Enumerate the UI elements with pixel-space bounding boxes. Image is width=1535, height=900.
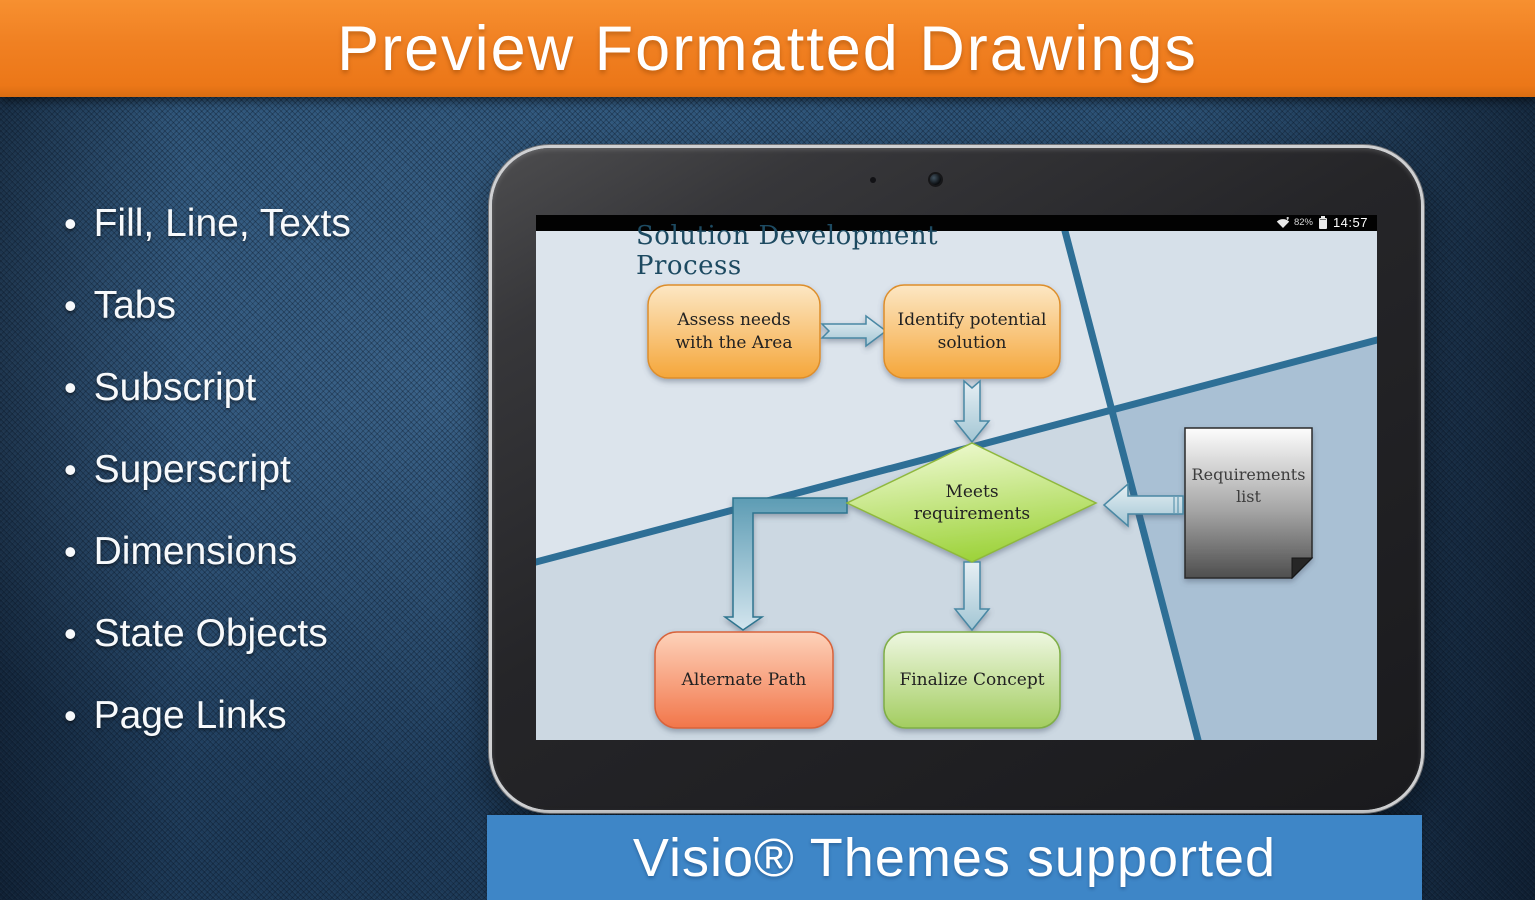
document-folded-corner [1291, 557, 1314, 580]
bottom-banner: Visio® Themes supported [487, 815, 1422, 900]
background-region-top-right [1061, 231, 1377, 412]
bullet-icon: • [64, 203, 77, 244]
feature-label: Tabs [93, 283, 176, 327]
feature-item: • Subscript [64, 365, 351, 409]
feature-label: Page Links [93, 693, 287, 737]
light-sensor-icon [870, 177, 876, 183]
bullet-icon: • [64, 613, 77, 654]
node-requirements-list-shape [1184, 427, 1313, 579]
feature-item: • Fill, Line, Texts [64, 201, 351, 245]
node-meets-requirements-shape [845, 442, 1098, 563]
feature-item: • Superscript [64, 447, 351, 491]
feature-label: Dimensions [93, 529, 298, 573]
connector-arrow-down-to-diamond [953, 379, 991, 444]
footer-title: Visio® Themes supported [632, 827, 1277, 888]
tablet-device: 82% 14:57 [492, 148, 1421, 810]
connector-arrow-left-from-document [1102, 482, 1184, 528]
feature-item: • State Objects [64, 611, 351, 655]
node-alternate-shape [654, 631, 834, 729]
battery-percent: 82% [1293, 217, 1313, 228]
node-assess-shape [647, 284, 821, 379]
status-time: 14:57 [1332, 215, 1368, 230]
top-banner: Preview Formatted Drawings [0, 0, 1535, 97]
feature-label: Fill, Line, Texts [93, 201, 351, 245]
diagram-canvas: Solution Development Process Assess need… [536, 221, 1377, 740]
feature-label: Subscript [93, 365, 257, 409]
tablet-screen: 82% 14:57 [536, 215, 1377, 740]
diagram-title: Solution Development Process [636, 221, 939, 281]
feature-item: • Tabs [64, 283, 351, 327]
connector-arrow-right [820, 314, 888, 348]
flowchart-graphic [536, 231, 1377, 740]
feature-label: State Objects [93, 611, 328, 655]
connector-arrow-left-tail-lines [1173, 497, 1179, 513]
connector-arrow-down-to-finalize [953, 561, 991, 632]
feature-list: • Fill, Line, Texts • Tabs • Subscript • Sup… [64, 201, 351, 777]
background-divider-line-steep [1061, 231, 1202, 740]
camera-icon [930, 174, 941, 185]
connector-elbow-arrow-alternate [722, 497, 848, 631]
page-title: Preview Formatted Drawings [337, 13, 1198, 84]
wifi-icon [1276, 217, 1290, 228]
feature-label: Superscript [93, 447, 291, 491]
bullet-icon: • [64, 531, 77, 572]
status-bar: 82% 14:57 [536, 215, 1377, 231]
bullet-icon: • [64, 449, 77, 490]
feature-item: • Page Links [64, 693, 351, 737]
bullet-icon: • [64, 285, 77, 326]
feature-item: • Dimensions [64, 529, 351, 573]
bullet-icon: • [64, 367, 77, 408]
node-finalize-shape [883, 631, 1061, 729]
node-identify-shape [883, 284, 1061, 379]
bullet-icon: • [64, 695, 77, 736]
battery-icon [1318, 215, 1327, 229]
